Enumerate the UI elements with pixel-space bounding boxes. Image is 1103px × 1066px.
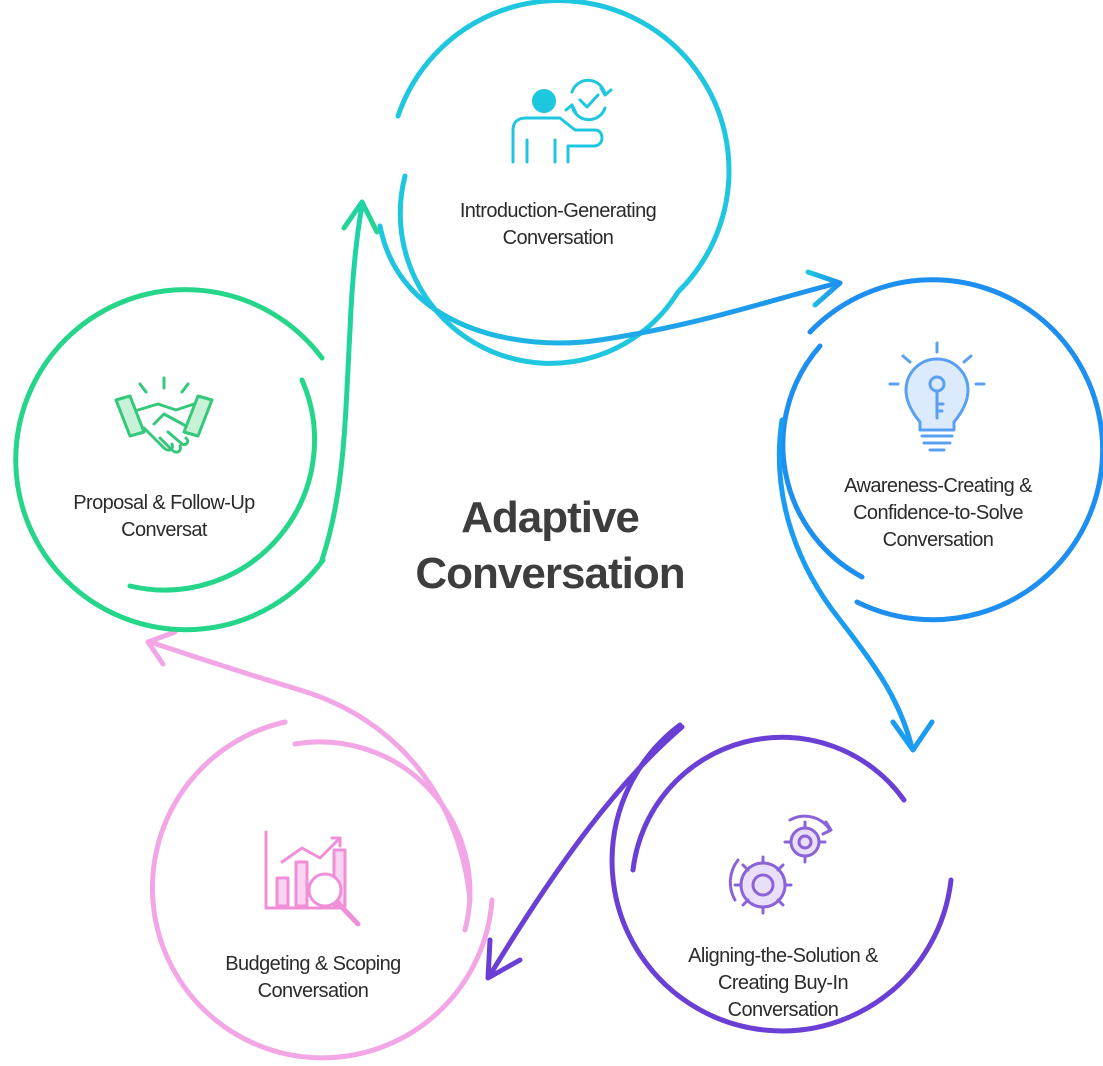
stage-intro-ring [395, 0, 732, 366]
person-check-icon [511, 78, 613, 164]
stage-budgeting-label: Budgeting & Scoping Conversation [193, 951, 433, 1005]
lightbulb-key-icon [888, 341, 986, 452]
stage-proposal-line-2: Conversat [121, 519, 207, 541]
chart-magnifier-icon [264, 830, 361, 927]
stage-proposal-label: Proposal & Follow-Up Conversat [48, 490, 280, 544]
stage-intro-line-1: Introduction-Generating [459, 200, 657, 222]
title-line-1: Adaptive [461, 493, 640, 542]
stage-aligning-line-3: Conversation [727, 999, 839, 1021]
handshake-icon [114, 376, 214, 454]
stage-intro-line-2: Conversation [502, 227, 614, 249]
stage-aligning-ring [609, 722, 954, 1034]
stage-awareness-line-2: Confidence-to-Solve [853, 502, 1023, 524]
stage-awareness-line-1: Awareness-Creating & [844, 475, 1032, 497]
stage-intro-label: Introduction-Generating Conversation [418, 198, 698, 252]
stage-budgeting-line-1: Budgeting & Scoping [225, 953, 401, 975]
diagram-title: Adaptive Conversation [380, 490, 720, 602]
arrow-proposal-to-intro [319, 199, 380, 563]
stage-proposal-line-1: Proposal & Follow-Up [73, 492, 255, 514]
gears-icon [728, 814, 833, 915]
arrow-awareness-to-aligning [776, 417, 935, 753]
arrow-aligning-to-budgeting [485, 724, 685, 981]
arrow-budgeting-to-proposal [145, 629, 473, 903]
arrow-intro-to-awareness [377, 223, 843, 346]
stage-awareness-ring [780, 277, 1103, 623]
stage-aligning-label: Aligning-the-Solution & Creating Buy-In … [652, 943, 914, 1024]
stage-awareness-line-3: Conversation [882, 529, 994, 551]
stage-awareness-label: Awareness-Creating & Confidence-to-Solve… [808, 473, 1068, 554]
stage-budgeting-line-2: Conversation [257, 980, 369, 1002]
title-line-2: Conversation [415, 549, 685, 598]
stage-aligning-line-2: Creating Buy-In [718, 972, 849, 994]
stage-aligning-line-1: Aligning-the-Solution & [688, 945, 878, 967]
stage-proposal-ring [13, 287, 326, 633]
